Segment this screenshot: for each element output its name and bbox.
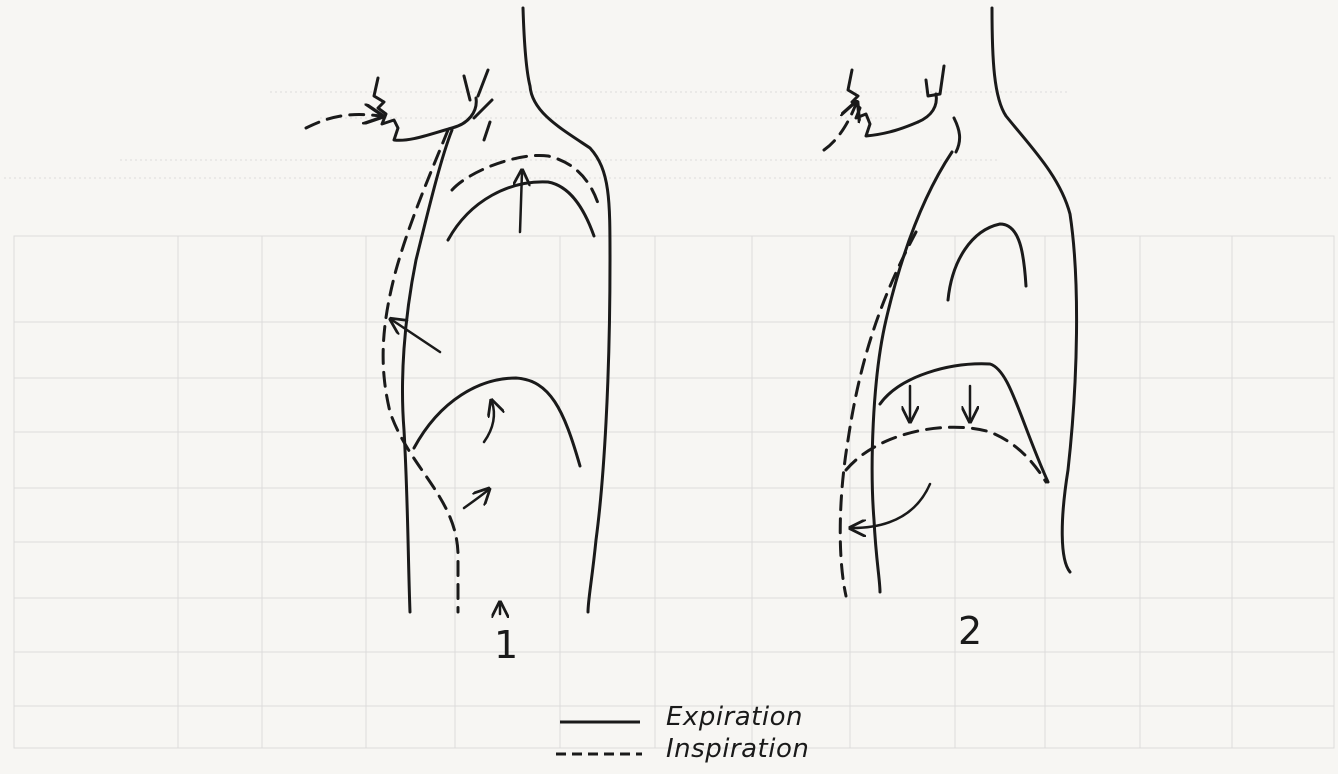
panel-1-arrow-up-lung — [520, 172, 522, 232]
panel-1-arrow-up-diaphragm — [484, 402, 494, 442]
panel-1-chest-expiration — [403, 130, 453, 612]
panel-2-arrows — [852, 386, 970, 528]
panel-2-arrow-out-abdomen — [852, 484, 930, 528]
panel-2-face-outline — [848, 70, 918, 136]
panel-1-chest-inspiration — [383, 130, 458, 612]
panel-1-arrow-out-abdomen — [464, 490, 488, 508]
legend-label-inspiration: Inspiration — [666, 734, 809, 764]
panel-2-label: 2 — [958, 612, 982, 650]
panel-2-chest-front — [872, 152, 952, 592]
panel-1-chin — [452, 98, 476, 128]
panel-1-breath-in — [306, 115, 380, 129]
panel-2 — [848, 8, 1077, 592]
panel-2-chin — [918, 94, 936, 122]
panel-2-back-outline — [992, 8, 1077, 572]
panel-1-label: 1 — [494, 626, 518, 664]
panel-1-arrow-out-chest — [392, 320, 440, 352]
panel-1 — [374, 8, 610, 612]
bleed-through-table — [4, 92, 1334, 748]
panel-1-inspiration-lines — [306, 115, 600, 613]
panel-2-neck — [954, 118, 960, 152]
panel-1-face-outline — [374, 78, 452, 140]
panel-2-chest-inspiration — [840, 232, 916, 596]
panel-2-diaphragm-inspiration — [846, 427, 1046, 482]
legend-item-inspiration: Inspiration — [666, 734, 809, 764]
panel-1-back-outline — [523, 8, 610, 612]
panel-2-lung-top — [948, 224, 1026, 300]
panel-1-neck-line — [484, 122, 490, 140]
panel-1-diaphragm-expiration — [414, 378, 580, 466]
legend-item-expiration: Expiration — [666, 702, 803, 732]
panel-2-diaphragm-expiration — [880, 364, 1048, 482]
legend-label-expiration: Expiration — [666, 702, 803, 732]
panel-1-ear — [464, 70, 488, 100]
panel-2-breath-in — [824, 104, 856, 150]
